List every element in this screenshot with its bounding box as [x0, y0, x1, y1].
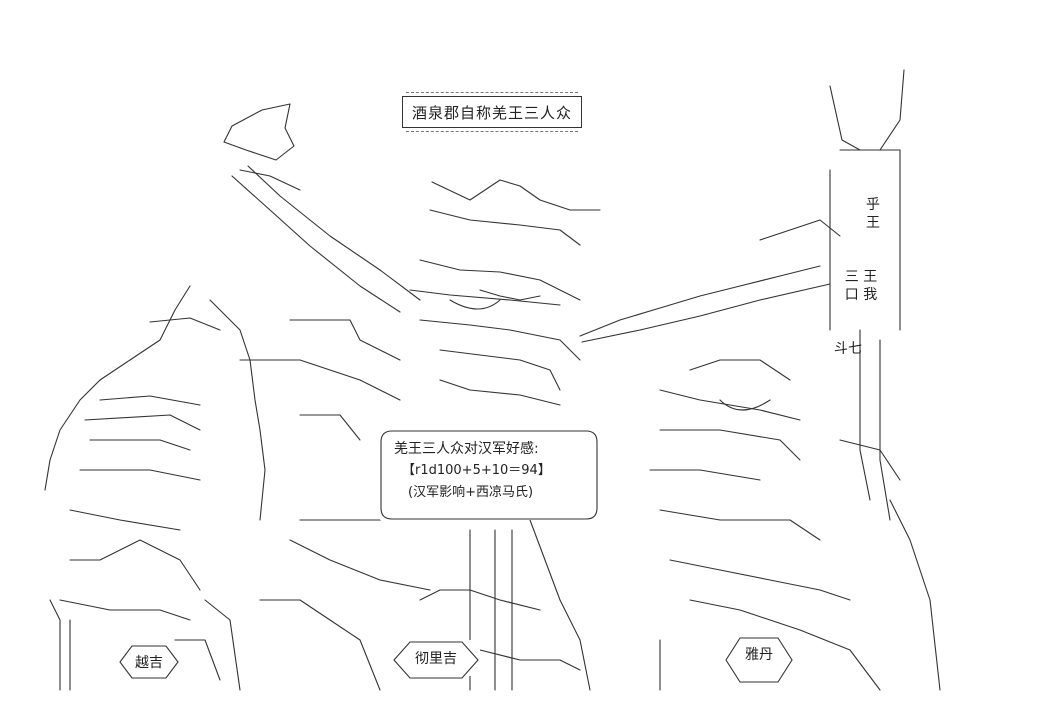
- event-note: (汉军影响+西凉马氏): [408, 485, 534, 500]
- flag-text-middle: 三 王 口 我: [836, 268, 886, 304]
- name-chelji: 彻里吉: [415, 651, 457, 667]
- event-dialog-box: 羌王三人众对汉军好感: 【r1d100+5+10＝94】 (汉军影响+西凉马氏): [380, 430, 598, 520]
- flag-line-5: 斗七: [834, 341, 862, 357]
- scene-title: 酒泉郡自称羌王三人众: [411, 103, 572, 122]
- flag-line-1: 乎: [866, 197, 880, 213]
- name-tag-yueji: 越吉: [118, 644, 180, 680]
- flag-line-2: 王: [866, 215, 880, 231]
- flag-text-bottom: 斗七: [828, 340, 868, 358]
- name-yadan: 雅丹: [745, 647, 773, 663]
- flag-line-4: 口 我: [844, 287, 878, 303]
- flag-line-3: 三 王: [844, 269, 878, 285]
- scene-title-box: 酒泉郡自称羌王三人众: [402, 92, 582, 132]
- name-tag-chelji: 彻里吉: [392, 640, 480, 679]
- left-raised-arm: [223, 103, 421, 313]
- event-box-frame: [380, 430, 598, 520]
- flag-text-top: 乎 王: [858, 196, 888, 232]
- long-spear: [579, 219, 841, 343]
- left-character-yueji: [44, 285, 266, 691]
- event-heading: 羌王三人众对汉军好感:: [394, 441, 539, 457]
- center-character-chelji: [239, 179, 601, 691]
- event-dice-roll: 【r1d100+5+10＝94】: [402, 463, 551, 478]
- name-yueji: 越吉: [135, 655, 163, 671]
- right-character-yadan: [649, 69, 941, 691]
- name-tag-yadan: 雅丹: [724, 636, 794, 683]
